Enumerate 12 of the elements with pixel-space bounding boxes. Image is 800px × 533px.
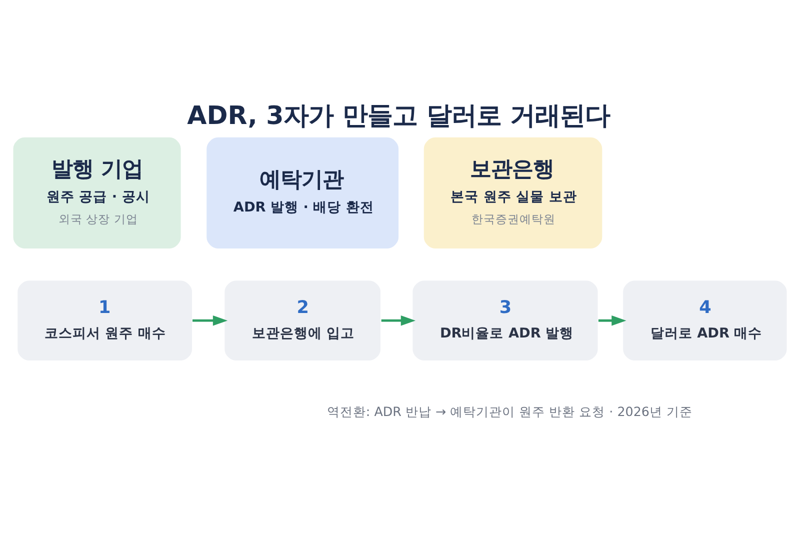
node-box: 4 달러로 ADR 매수	[622, 279, 788, 361]
arrow	[192, 314, 228, 326]
node-box: 2 보관은행에 입고	[224, 279, 382, 361]
node-box: 3 DR비율로 ADR 발행	[412, 279, 599, 361]
node-box: 1 코스피서 원주 매수	[16, 279, 193, 361]
arrow	[381, 314, 416, 326]
arrow	[598, 314, 626, 326]
node-box: 예탁기관 ADR 발행 · 배당 환전	[206, 136, 400, 249]
node-box: 발행 기업 원주 공급 · 공시 외국 상장 기업	[12, 136, 182, 249]
diagram-title: ADR, 3자가 만들고 달러로 거래된다	[187, 100, 610, 130]
caption: 역전환: ADR 반납 → 예탁기관이 원주 반환 요청 · 2026년 기준	[326, 403, 692, 418]
node-box: 보관은행 본국 원주 실물 보관 한국증권예탁원	[422, 136, 604, 249]
